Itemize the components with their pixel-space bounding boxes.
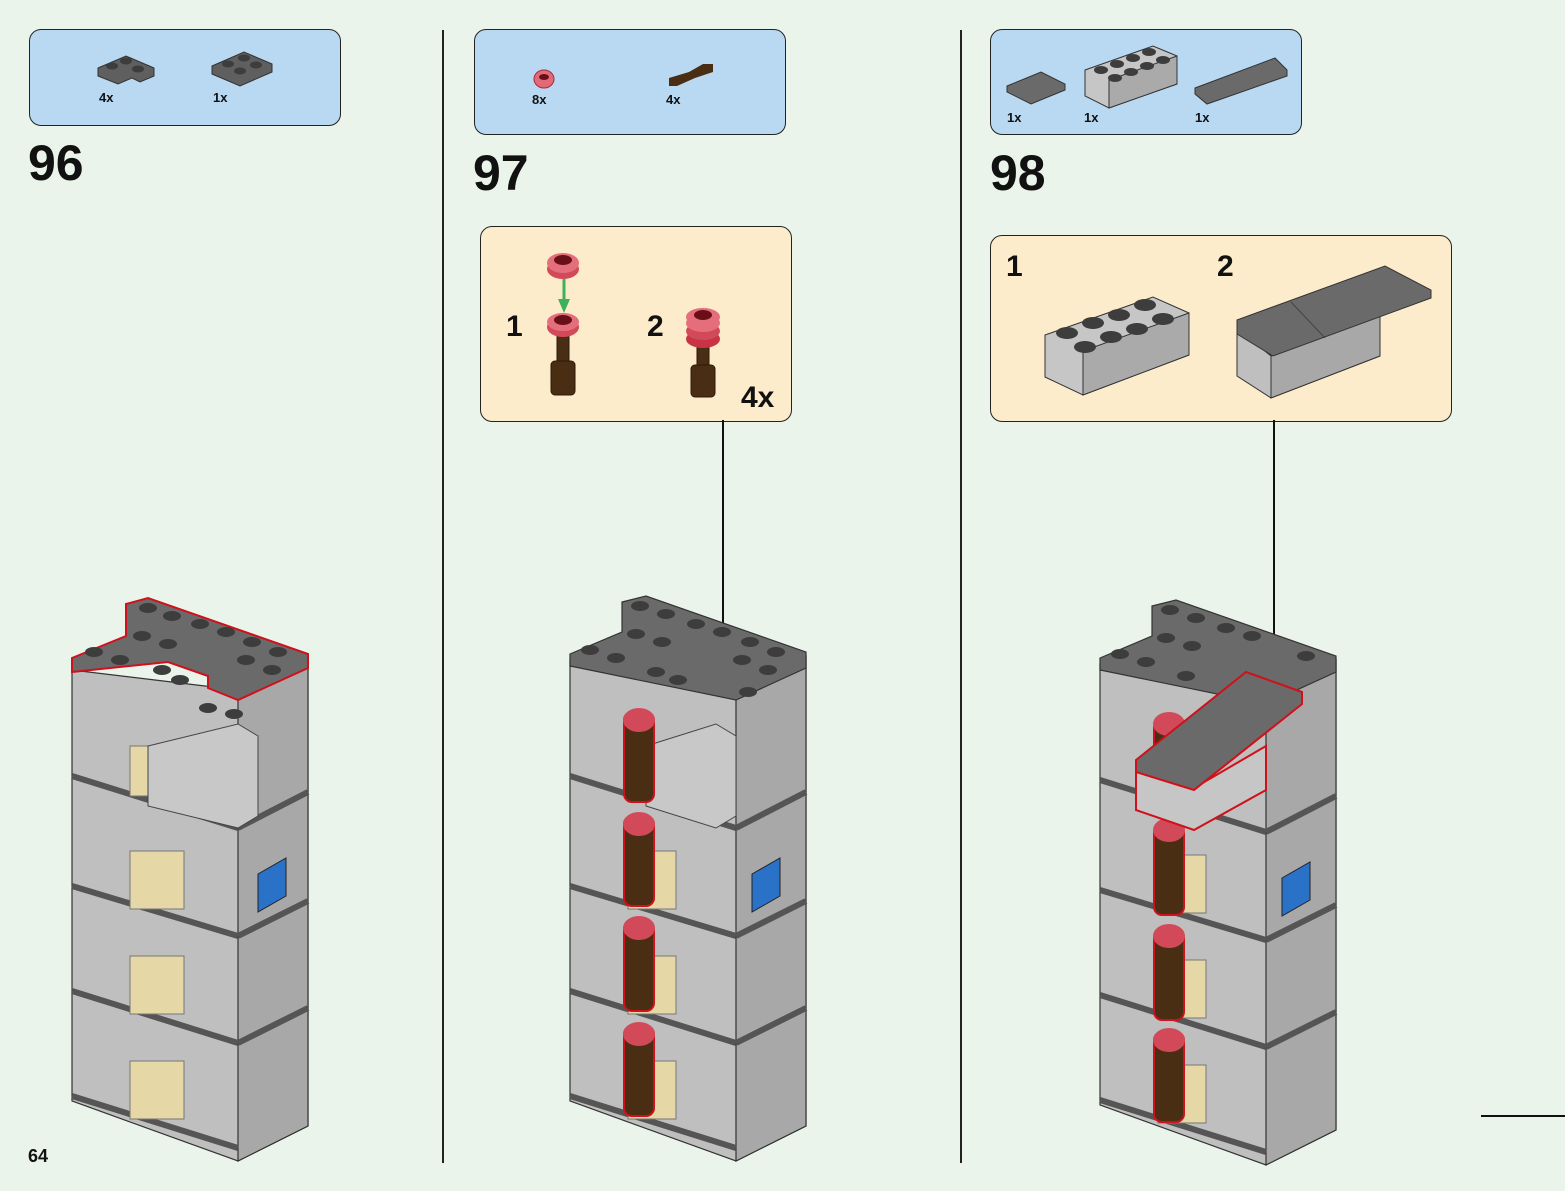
step-number: 96 <box>28 135 84 191</box>
subassembly-step-97: 1 2 4x <box>480 226 792 422</box>
part-brown-bar-holder-icon <box>669 64 713 86</box>
page-edge-rule <box>1481 1115 1565 1117</box>
part-trans-red-round-plate-icon <box>533 69 555 89</box>
substep-number: 1 <box>1006 250 1023 283</box>
subassembly-multiplier: 4x <box>741 381 775 414</box>
parts-list-step-98: 1x 1x 1x <box>990 29 1302 135</box>
trans-red-plate-icon <box>547 253 579 279</box>
substep-number: 2 <box>647 310 664 343</box>
part-dark-gray-plate-icon <box>211 51 273 87</box>
parts-list-step-97: 8x 4x <box>474 29 786 135</box>
subassembly-step-98: 1 2 <box>990 235 1452 422</box>
part-dark-gray-corner-plate-icon <box>97 55 155 85</box>
part-qty: 1x <box>1007 110 1022 125</box>
part-dark-gray-tile-2x4-icon <box>1194 57 1288 105</box>
model-step-96 <box>71 596 310 1162</box>
part-light-gray-brick-2x4-icon <box>1084 45 1178 109</box>
part-qty: 4x <box>99 90 114 105</box>
parts-list-step-96: 4x 1x <box>29 29 341 126</box>
part-qty: 8x <box>532 92 547 107</box>
model-step-98 <box>1099 599 1338 1166</box>
finished-bar-holder-icon <box>686 308 720 398</box>
part-dark-gray-tile-2x2-icon <box>1006 71 1066 105</box>
trans-red-bar-holders <box>623 711 655 1117</box>
model-step-97 <box>569 595 808 1162</box>
part-qty: 1x <box>1195 110 1210 125</box>
substep-number: 2 <box>1217 250 1234 283</box>
brick-with-tiles-icon <box>1236 265 1432 399</box>
bar-holder-assembly-icon <box>547 313 579 396</box>
step-number: 98 <box>990 145 1046 201</box>
light-gray-brick-icon <box>1044 296 1190 396</box>
part-qty: 4x <box>666 92 681 107</box>
page-number: 64 <box>28 1146 49 1166</box>
part-qty: 1x <box>1084 110 1099 125</box>
green-arrow-icon <box>558 279 570 313</box>
step-divider <box>960 30 962 1163</box>
step-divider <box>442 30 444 1163</box>
step-number: 97 <box>473 145 529 201</box>
part-qty: 1x <box>213 90 228 105</box>
substep-number: 1 <box>506 310 523 343</box>
